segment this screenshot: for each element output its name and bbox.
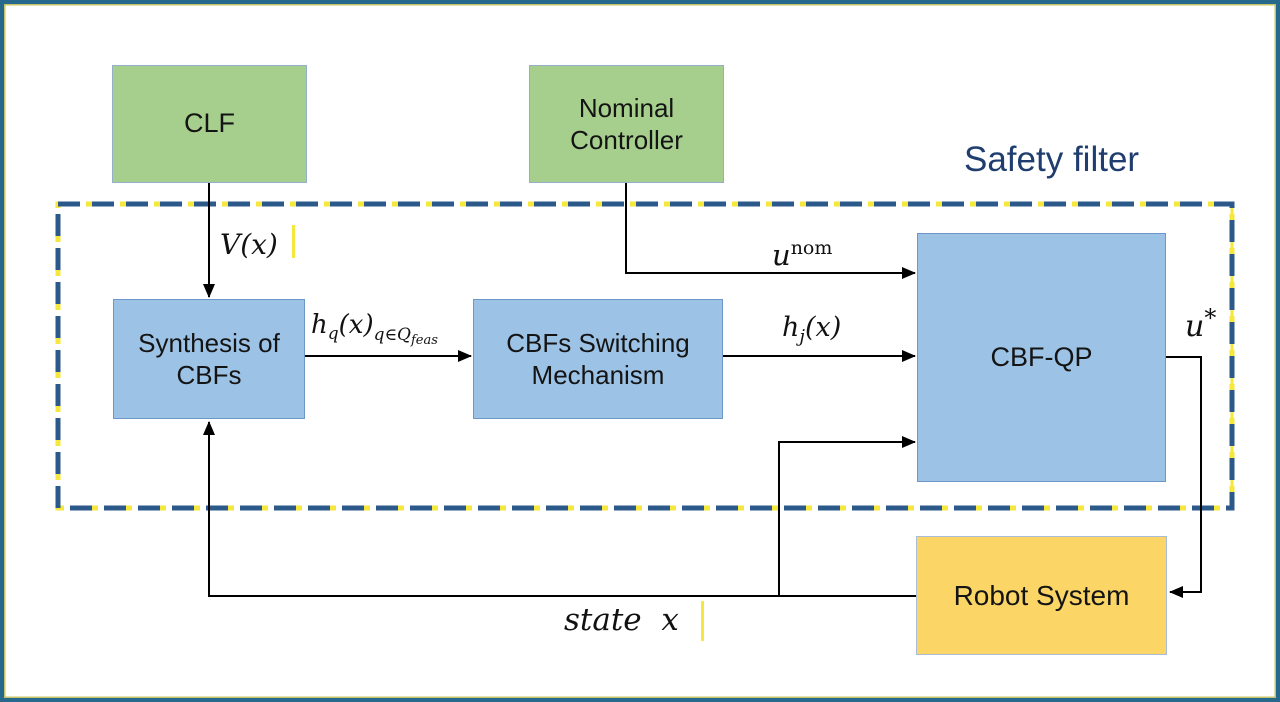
connector-layer — [55, 183, 1235, 598]
arrow-state-branch-to-cbfqp — [778, 436, 916, 596]
nominal-controller-block: Nominal Controller — [529, 65, 724, 183]
safety-filter-title: Safety filter — [964, 140, 1140, 179]
hj-subscript: j — [799, 326, 805, 347]
hq-subscript: q — [327, 324, 339, 344]
hj-args: (x) — [804, 312, 842, 343]
hj-base: h — [782, 312, 800, 343]
arrow-cbfqp-to-robot — [1166, 356, 1202, 598]
arrow-nominal-to-cbfqp — [625, 183, 916, 279]
cursor-highlight-vx — [292, 225, 295, 258]
signal-label-hq: hq(x)q∈Qfeas — [311, 310, 438, 347]
signal-label-vx: V(x) — [220, 228, 278, 261]
arrow-robot-feedback-to-synthesis — [203, 421, 916, 597]
hq-outer-subscript: q∈Qfeas — [373, 325, 438, 348]
synthesis-of-cbfs-block: Synthesis of CBFs — [113, 299, 305, 419]
cursor-highlight-state-x — [701, 601, 704, 641]
clf-block: CLF — [112, 65, 307, 183]
u-star-base: u — [1185, 309, 1205, 344]
hq-base: h — [311, 310, 328, 340]
safety-filter-boundary — [55, 201, 1235, 511]
signal-label-u-nom: unom — [772, 238, 832, 272]
u-nom-superscript: nom — [790, 237, 833, 259]
hq-outer-subscript-text: q∈Q — [373, 325, 411, 345]
hq-args: (x) — [338, 310, 374, 340]
cbfs-switching-mechanism-block: CBFs Switching Mechanism — [473, 299, 723, 419]
cbf-qp-block: CBF-QP — [917, 233, 1166, 482]
hq-inner-subscript: feas — [411, 333, 438, 348]
signal-label-hj: hj(x) — [782, 312, 842, 346]
signal-label-state-x: state x — [564, 602, 679, 638]
robot-system-block: Robot System — [916, 536, 1167, 655]
u-nom-base: u — [772, 238, 791, 272]
signal-label-u-star: u* — [1185, 306, 1216, 344]
u-star-superscript: * — [1204, 304, 1217, 332]
